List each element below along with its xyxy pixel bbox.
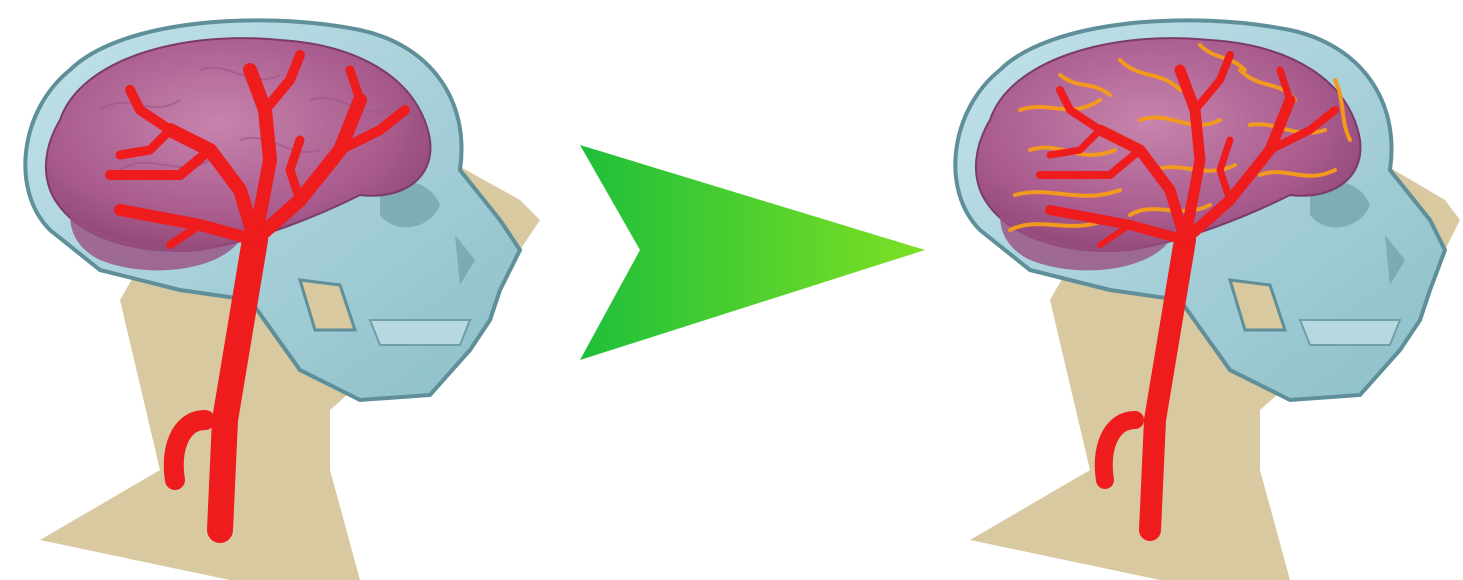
teeth — [1300, 320, 1400, 345]
head-with-carotid-artery-icon — [0, 0, 560, 580]
teeth — [370, 320, 470, 345]
transition-arrow — [570, 130, 940, 380]
head-with-enhanced-cerebral-vessels-icon — [940, 0, 1463, 580]
right-arrow-icon — [570, 130, 940, 380]
head-before-panel — [0, 0, 560, 580]
head-after-panel — [940, 0, 1463, 580]
